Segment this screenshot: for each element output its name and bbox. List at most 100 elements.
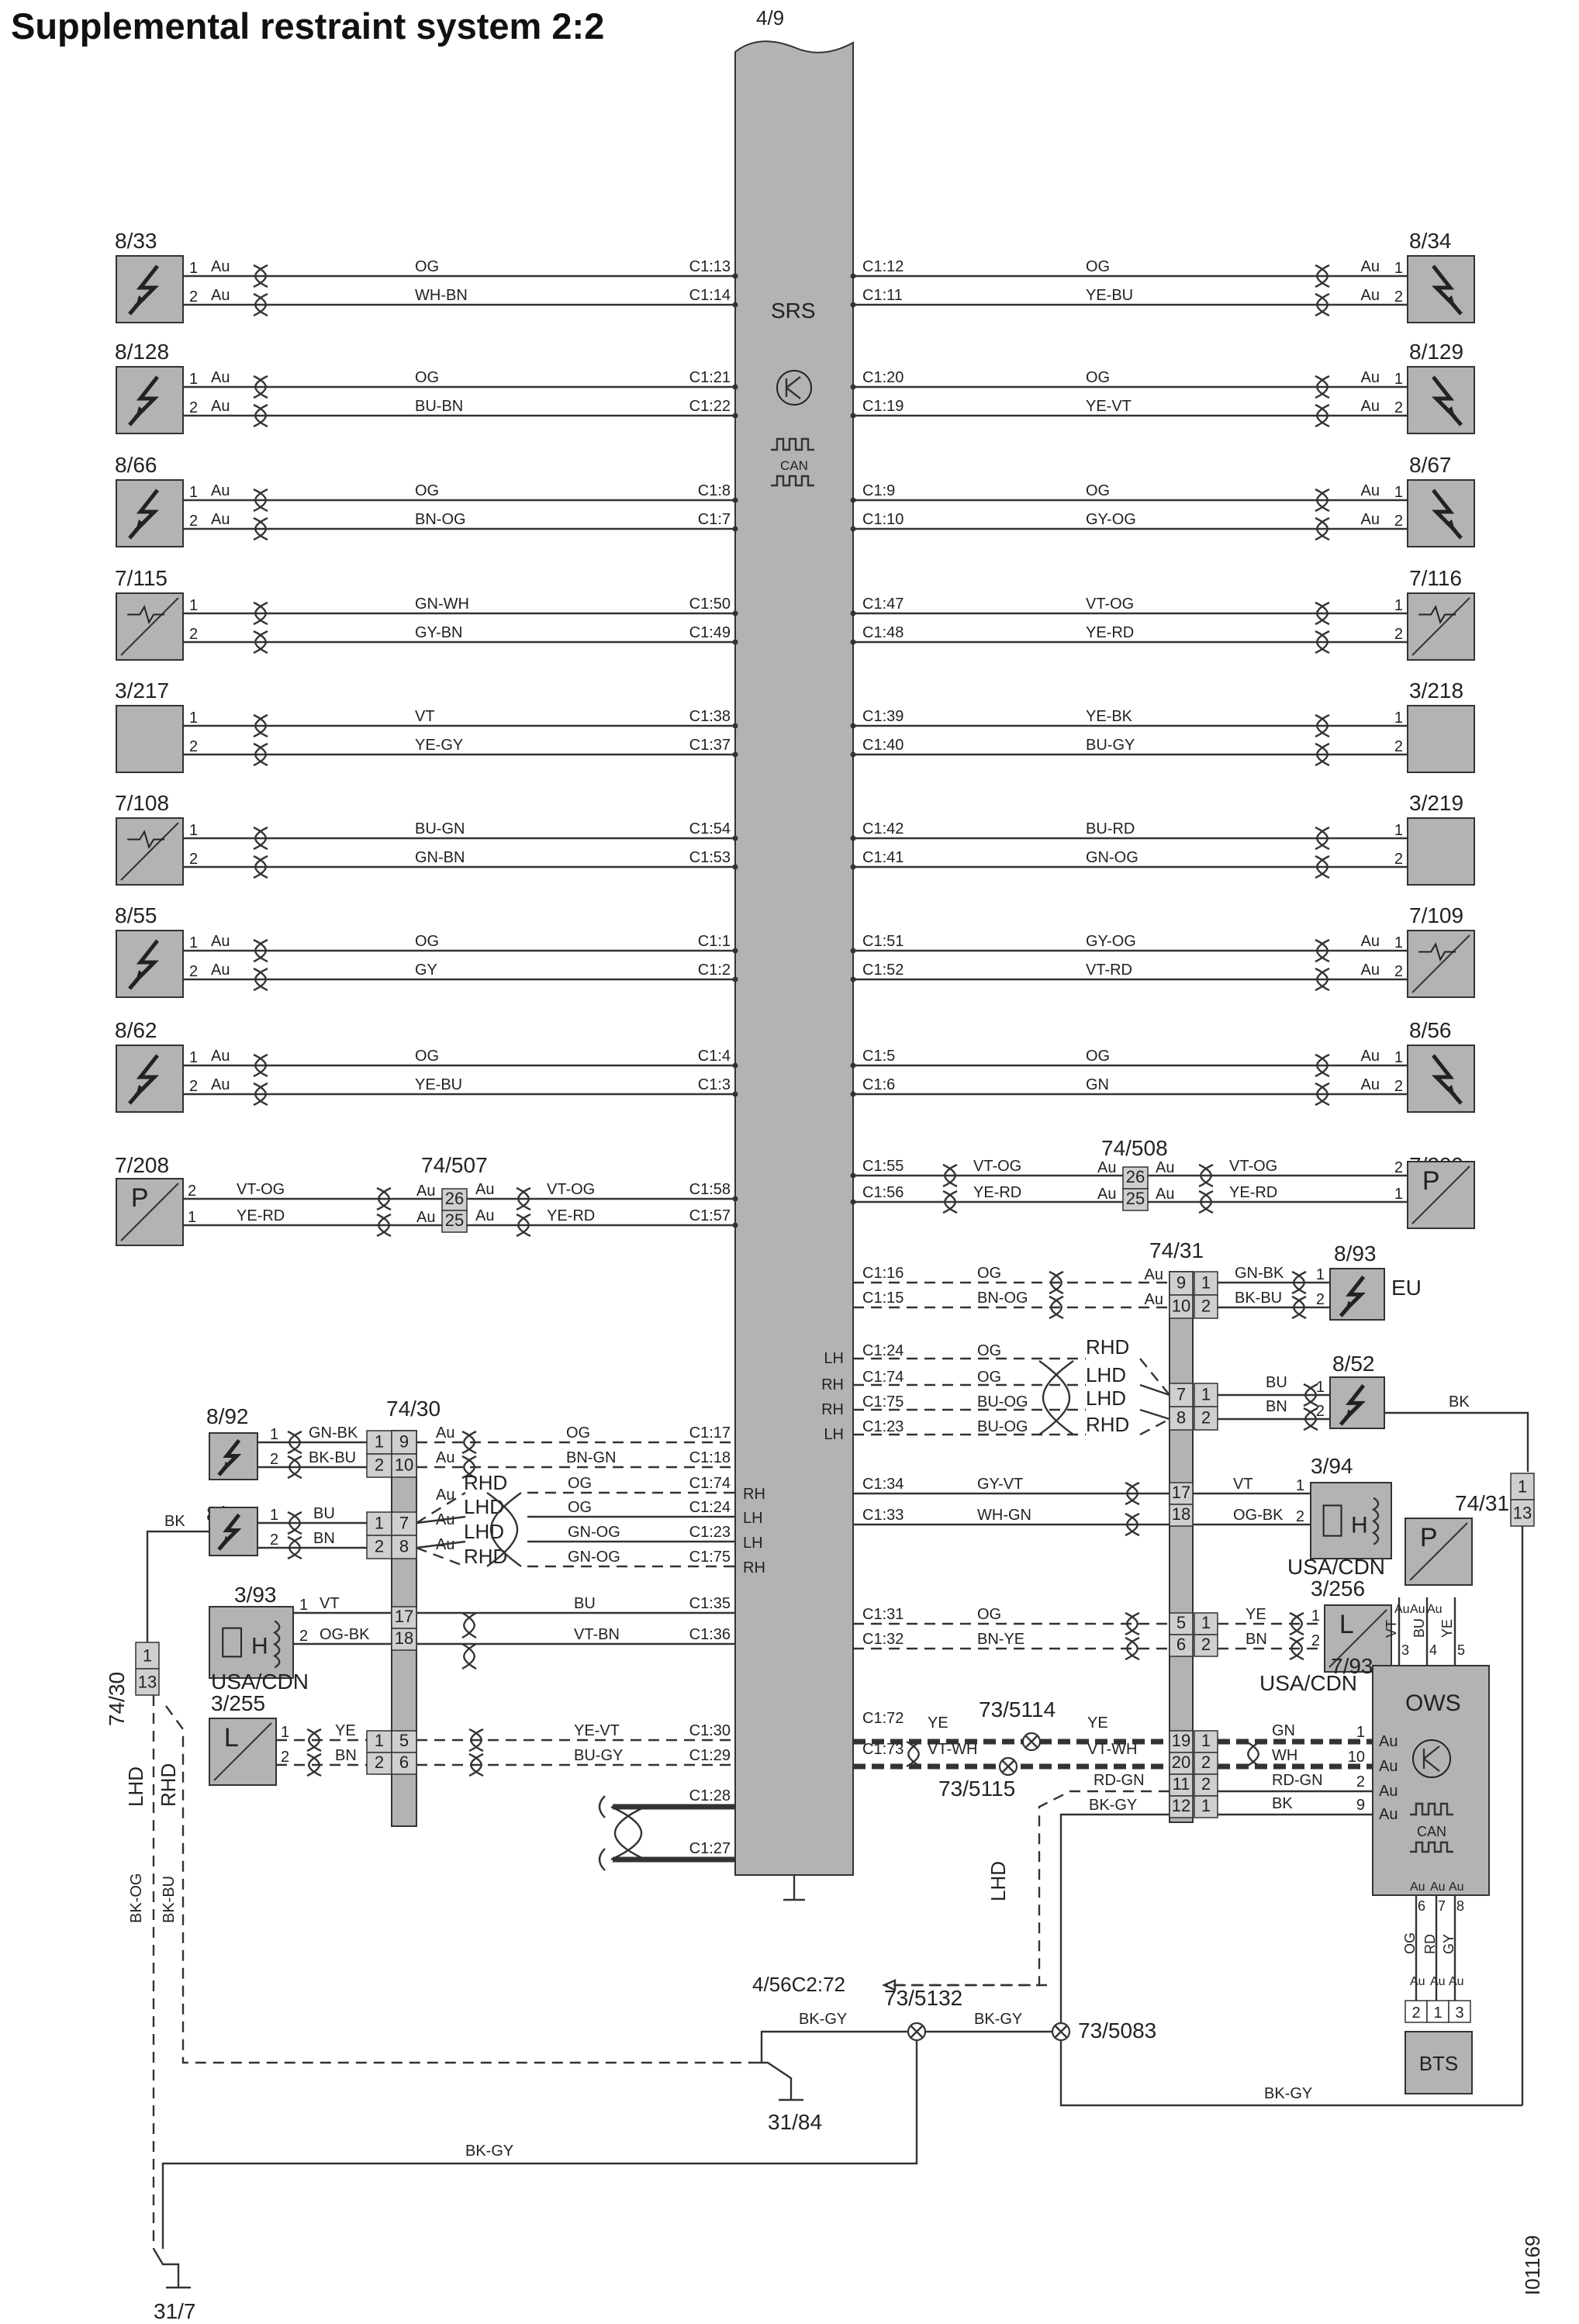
ecu-pin-dot	[850, 948, 856, 954]
connector-74-31-d-out-pin-label: 1	[1201, 1613, 1211, 1632]
wire-color-label: BU-GY	[1086, 737, 1135, 754]
ows-pin-label: 9	[1356, 1797, 1365, 1814]
wire-color-label: OG	[568, 1475, 592, 1492]
component-ref-8/66: 8/66	[115, 453, 157, 477]
wire-color-label: BU-RD	[1086, 820, 1135, 837]
au-label: Au	[211, 482, 230, 499]
wire-color-label: OG	[1086, 1048, 1110, 1065]
connector-74-30-a-pin-label: 9	[399, 1432, 409, 1452]
splice-label-73-5115: 73/5115	[938, 1777, 1015, 1801]
twist-marker	[1315, 516, 1330, 541]
ecu-pin-label: C1:42	[862, 820, 904, 837]
twist-marker	[1289, 1611, 1304, 1636]
au-label: Au	[1427, 1603, 1443, 1616]
wire-color-label: VT	[1233, 1476, 1253, 1493]
ows-top-pin: 4	[1429, 1642, 1437, 1658]
squib-icon	[128, 375, 160, 426]
region-label-ows: USA/CDN	[1259, 1671, 1357, 1695]
squib-icon	[1339, 1384, 1366, 1426]
connector-74-31-b-out-pin-label: 1	[1201, 1385, 1211, 1404]
connector-74-508-pin-25	[1122, 1188, 1149, 1211]
lightning-icon	[1431, 375, 1456, 419]
au-label: Au	[1361, 1076, 1380, 1093]
arrow-shaft-icon	[128, 526, 140, 540]
twist-marker	[461, 1611, 477, 1639]
image-code: I01169	[1521, 2235, 1544, 2295]
component-ref-3-255: 3/255	[211, 1691, 265, 1715]
twist-marker	[906, 1740, 921, 1768]
ecu-pin-dot	[850, 723, 856, 729]
au-label: Au	[211, 933, 230, 950]
pressure-sensor-left-diagonal	[120, 1183, 179, 1241]
bts-pin-3	[1448, 2000, 1471, 2023]
ecu-pin-label: C1:73	[862, 1741, 904, 1758]
wire-color-label: WH	[1272, 1747, 1297, 1764]
wire-color-label: BU	[1266, 1374, 1287, 1391]
wire-color-label-bk-bu: BK-BU	[161, 1876, 178, 1923]
connector-74-31-b-out-pin-label: 2	[1201, 1408, 1211, 1428]
twist-marker	[287, 1430, 302, 1455]
twist-marker	[1038, 1360, 1074, 1435]
squib-icon	[1431, 489, 1463, 540]
connector-74-31-f-out-pin-2	[1194, 1773, 1218, 1797]
lhd-route-2	[1139, 1408, 1170, 1421]
ecu-pin-dot	[850, 1199, 856, 1205]
heater-letter-icon: H	[251, 1634, 268, 1659]
connector-74-30-e-pin-label: 1	[143, 1645, 152, 1665]
twist-marker	[461, 1430, 477, 1455]
twist-marker	[516, 1213, 531, 1238]
ecu-pin-dot	[732, 723, 738, 729]
ecu-pin-dot	[850, 302, 856, 308]
side-label: LH	[824, 1426, 844, 1443]
ecu-pin-dot	[732, 1091, 738, 1097]
wire-color-label: OG	[568, 1499, 592, 1516]
connector-74-30-b-in-pin-label: 2	[375, 1537, 384, 1556]
transistor-icon	[776, 370, 812, 406]
squib-icon	[1339, 1276, 1366, 1317]
ecu-pin-label: C1:5	[862, 1048, 895, 1065]
connector-74-31-e-pin-label: 1	[1518, 1476, 1527, 1496]
pin-label: 1	[1296, 1477, 1304, 1494]
wire-color-label: OG	[1086, 258, 1110, 275]
wire-color-label: GY	[415, 962, 437, 979]
connector-74-31-d-pin-label: 5	[1176, 1613, 1186, 1632]
wire-color-label: OG-BK	[1233, 1507, 1284, 1524]
connector-74-30-a-in-pin-label: 1	[375, 1432, 384, 1452]
twist-marker	[1125, 1512, 1140, 1537]
squib-icon	[1431, 1054, 1463, 1105]
ows-can-label: CAN	[1417, 1824, 1446, 1839]
wire-color-label: YE-BU	[1086, 287, 1133, 304]
twist-marker	[1049, 1295, 1064, 1320]
pin-label: 1	[270, 1507, 278, 1524]
twist-marker	[1198, 1190, 1214, 1214]
connector-ref-74-30-e: 74/30	[105, 1672, 129, 1726]
twist-marker	[516, 1186, 531, 1211]
pin-label: 1	[189, 371, 198, 388]
ecu-pin-label: C1:18	[689, 1449, 731, 1466]
drive-side-label-lhd: LHD	[986, 1861, 1010, 1901]
wire-color-label: BK-GY	[1264, 2085, 1312, 2102]
twist-marker	[1315, 967, 1330, 992]
connector-74-31-b-pin-label: 7	[1176, 1385, 1186, 1404]
component-ref-8/55: 8/55	[115, 903, 157, 927]
ecu-pin-dot	[850, 273, 856, 279]
ecu-pin-dot	[732, 384, 738, 390]
twist-marker	[253, 742, 268, 767]
au-label: Au	[211, 962, 230, 979]
au-label: Au	[1449, 1880, 1464, 1894]
au-label: Au	[1097, 1159, 1116, 1176]
pin-label: 2	[1316, 1291, 1325, 1308]
connector-74-507-pin-label: 25	[445, 1210, 464, 1230]
sensor-diagonal	[120, 822, 179, 881]
transistor-icon-legs	[785, 376, 801, 399]
component-ref-3-94: 3/94	[1311, 1454, 1353, 1478]
wire-color-label: VT-WH	[1087, 1741, 1137, 1758]
pin-label: 1	[189, 597, 198, 614]
au-label: Au	[1361, 482, 1380, 499]
wire-color-label: BN-OG	[415, 511, 466, 528]
coil-icon	[272, 1620, 281, 1669]
wire-color-label: BU-BN	[415, 398, 463, 415]
ecu-pin-label: C1:2	[698, 962, 731, 979]
region-label-usa-cdn: USA/CDN	[1287, 1555, 1385, 1579]
wire-color-label: VT-OG	[237, 1181, 285, 1198]
